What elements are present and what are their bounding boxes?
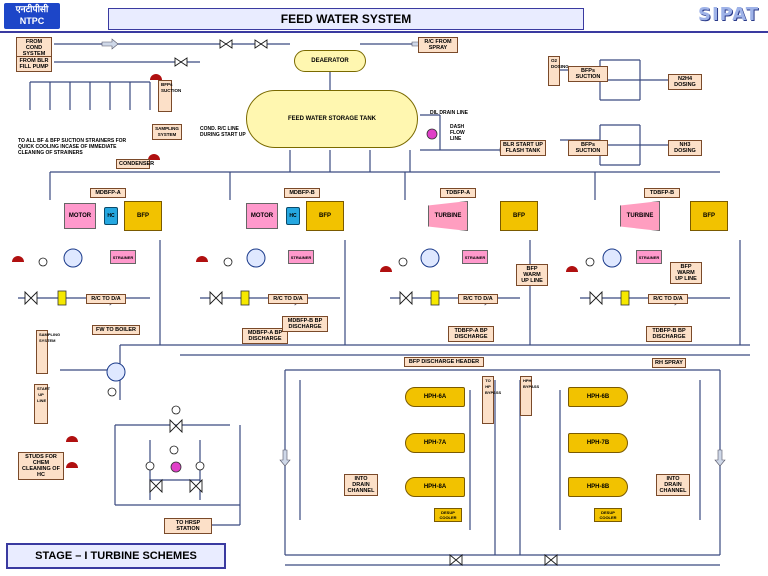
label-hp-bypass-a: TO HP BYPASS [482, 376, 501, 424]
turbine-b: TURBINE [620, 201, 660, 231]
label-rc-to-da-2: R/C TO D/A [268, 294, 308, 304]
hydraulic-coupling-b: HC [286, 207, 300, 225]
label-bfp-warmup-1: BFP WARM UP LINE [516, 264, 548, 286]
bfp-b: BFP [306, 201, 344, 231]
motor-b: MOTOR [246, 203, 278, 229]
label-sampling-system-2: SAMPLING SYSTEM [36, 330, 60, 374]
turbine-a: TURBINE [428, 201, 468, 231]
label-condenser: CONDENSER [116, 159, 154, 169]
label-fw-to-boiler: FW TO BOILER [92, 325, 140, 335]
label-tdbfp-a-discharge: TDBFP-A BP DISCHARGE [448, 326, 494, 342]
label-from-blr: FROM BLR FILL PUMP [16, 56, 52, 72]
label-bfp-warmup-2: BFP WARM UP LINE [670, 262, 702, 284]
motor-a: MOTOR [64, 203, 96, 229]
label-rc-to-da-4: R/C TO D/A [648, 294, 688, 304]
label-mdbfp-a-discharge: MDBFP-A BP DISCHARGE [242, 328, 288, 344]
deaerator: DEAERATOR [294, 50, 366, 72]
label-all-stubs-note: TO ALL BF & BFP SUCTION STRAINERS FOR QU… [18, 138, 127, 156]
page-title: FEED WATER SYSTEM [108, 8, 584, 30]
hph-8a: HPH-8A [405, 477, 465, 497]
strainer-c: STRAINER [462, 250, 488, 264]
label-rc-to-da-3: R/C TO D/A [458, 294, 498, 304]
strainer-b: STRAINER [288, 250, 314, 264]
label-sampling-system: SAMPLING SYSTEM [152, 124, 182, 140]
label-into-drain-right: INTO DRAIN CHANNEL [656, 474, 690, 496]
hph-8b: HPH-8B [568, 477, 628, 497]
ntpc-logo: एनटीपीसी NTPC [4, 3, 60, 29]
label-rc-to-da-1: R/C TO D/A [86, 294, 126, 304]
bfp-c: BFP [500, 201, 538, 231]
label-bfps-suction-left: BFPs SUCTION [158, 80, 181, 112]
hph-7a: HPH-7A [405, 433, 465, 453]
label-blr-startup: BLR START UP FLASH TANK [500, 140, 546, 156]
strainer-a: STRAINER [110, 250, 136, 264]
header-bar: एनटीपीसी NTPC FEED WATER SYSTEM SIPAT [0, 0, 768, 33]
pump-tag-tdbfp-a: TDBFP-A [440, 188, 476, 198]
feed-water-storage-tank: FEED WATER STORAGE TANK [246, 90, 418, 148]
label-studs-chem: STUDS FOR CHEM CLEANING OF HC [18, 452, 64, 480]
label-to-hrsp: TO HRSP STATION [164, 518, 212, 534]
desuperheater-a: DESUP COOLER [434, 508, 462, 522]
label-startup-line: START UP LINE [34, 384, 50, 424]
label-dash-flow-line: DASH FLOW LINE [450, 124, 465, 142]
label-into-drain-left: INTO DRAIN CHANNEL [344, 474, 378, 496]
label-n2h4-dosing: NH3 DOSING [668, 140, 702, 156]
label-nh3-dosing: N2H4 DOSING [668, 74, 702, 90]
hph-6b: HPH-6B [568, 387, 628, 407]
bfp-a: BFP [124, 201, 162, 231]
label-cond-rc-line: COND. R/C LINE DURING START UP [200, 126, 246, 138]
label-rc-from-spray: R/C FROM SPRAY [418, 37, 458, 53]
label-bfps-suction-right: BFPs SUCTION [568, 66, 608, 82]
strainer-d: STRAINER [636, 250, 662, 264]
label-rh-spray: RH SPRAY [652, 358, 686, 368]
desuperheater-b: DESUP COOLER [594, 508, 622, 522]
label-mdbfp-b-discharge: MDBFP-B BP DISCHARGE [282, 316, 328, 332]
bfp-d: BFP [690, 201, 728, 231]
pump-tag-mdbfp-b: MDBFP-B [284, 188, 320, 198]
label-bfps-suction-right-2: BFPs SUCTION [568, 140, 608, 156]
label-drain-line: DIL DRAIN LINE [430, 110, 468, 116]
label-tdbfp-b-discharge: TDBFP-B BP DISCHARGE [646, 326, 692, 342]
label-bfp-discharge-header: BFP DISCHARGE HEADER [404, 357, 484, 367]
site-logo: SIPAT [698, 4, 760, 25]
scheme-footer: STAGE – I TURBINE SCHEMES [6, 543, 226, 569]
label-hp-bypass-b: HPH BYPASS [520, 376, 539, 416]
hph-7b: HPH-7B [568, 433, 628, 453]
hydraulic-coupling-a: HC [104, 207, 118, 225]
pump-tag-tdbfp-b: TDBFP-B [644, 188, 680, 198]
label-o2-dosing: O2 DOSING [548, 56, 569, 86]
hph-6a: HPH-6A [405, 387, 465, 407]
pump-tag-mdbfp-a: MDBFP-A [90, 188, 126, 198]
